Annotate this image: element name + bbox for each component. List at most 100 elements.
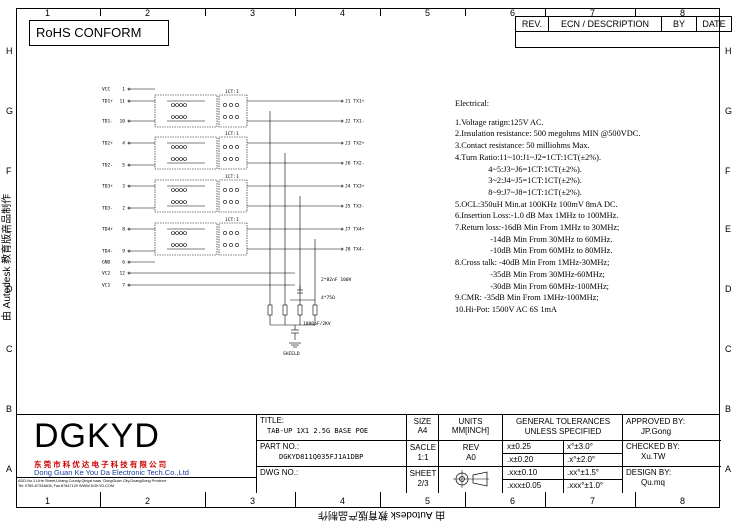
revision-body xyxy=(515,32,720,48)
electrical-spec-line: -30dB Min From 60MHz-100MHz; xyxy=(455,281,609,291)
capacitor-label: 2*82nF 100V xyxy=(321,277,352,283)
approved-value: JP.Gong xyxy=(641,427,672,436)
schematic-output-pin: J8 TX4- xyxy=(345,247,364,253)
schematic-pin-number: 4 xyxy=(122,141,125,147)
zone-column-label: 4 xyxy=(340,496,346,506)
transformer-ratio: 1CT:1 xyxy=(225,131,239,137)
electrical-spec-line: 3.Contact resistance: 50 milliohms Max. xyxy=(455,141,590,151)
design-value: Qu.mq xyxy=(641,478,666,487)
design-label: DESIGN BY: xyxy=(626,468,672,477)
zone-row-label: C xyxy=(6,344,13,354)
schematic-pin-label: GND xyxy=(102,260,111,266)
zone-column-label: 1 xyxy=(45,496,51,506)
watermark-bottom: 由 Autodesk 教育版产品制作 xyxy=(318,509,446,520)
part-value: DGKYD811Q035FJ1A1DBP xyxy=(279,453,364,461)
scale-value: 1:1 xyxy=(417,453,429,462)
electrical-spec: Electrical: 1.Voltage ratign:125V AC.2.I… xyxy=(455,98,640,316)
zone-column-label: 3 xyxy=(250,8,256,18)
electrical-spec-line: 5.OCL:350uH Min.at 100KHz 100mV 8mA DC. xyxy=(455,199,618,209)
company-address: ADD:No.1 LiHe Street,Lihang County,Qingx… xyxy=(18,479,167,483)
schematic-pin-number: 10 xyxy=(119,119,125,125)
zone-row-label: H xyxy=(725,46,732,56)
electrical-spec-line: 8.Cross talk: -40dB Min From 1MHz-30MHz; xyxy=(455,258,610,268)
tolerance-angular: x°±3.0° xyxy=(567,442,593,451)
transformer-ratio: 1CT:1 xyxy=(225,217,239,223)
schematic-pin-number: 8 xyxy=(122,227,125,233)
title-block: DGKYD 东 莞 市 科 优 达 电 子 科 技 有 限 公 司 Dong G… xyxy=(16,414,721,493)
schematic-pin-number: 11 xyxy=(119,99,125,105)
electrical-spec-line: 4~5:J3~J6=1CT:1CT(±2%). xyxy=(455,164,582,174)
resistor-label: 4*75Ω xyxy=(321,295,335,301)
electrical-spec-line: 9.CMR: -35dB Min From 1MHz-100MHz; xyxy=(455,293,599,303)
zone-column-label: 8 xyxy=(680,8,686,18)
zone-row-label: E xyxy=(6,224,13,234)
company-name-cn: 东 莞 市 科 优 达 电 子 科 技 有 限 公 司 xyxy=(34,460,167,469)
schematic-pin-label: TD4+ xyxy=(102,227,113,233)
electrical-spec-line: -35dB Min From 30MHz-60MHz; xyxy=(455,269,605,279)
schematic-pin-label: TD4- xyxy=(102,249,113,255)
size-label: SIZE xyxy=(413,417,432,426)
zone-column-label: 1 xyxy=(45,8,51,18)
projection-symbol-icon xyxy=(453,470,489,488)
schematic-pin-number: 5 xyxy=(122,163,125,169)
zone-row-label: C xyxy=(725,344,732,354)
approved-label: APPROVED BY: xyxy=(626,417,686,426)
schematic-pin-number: 6 xyxy=(122,260,125,266)
zone-row-label: H xyxy=(6,46,13,56)
tolerance-angular: .x°±2.0° xyxy=(567,455,596,464)
ecn-header: ECN / DESCRIPTION xyxy=(548,16,662,32)
electrical-spec-line: 10.Hi-Pot: 1500V AC 6S 1mA xyxy=(455,304,557,314)
scale-label: SACLE xyxy=(409,443,437,452)
zone-column-label: 7 xyxy=(590,8,596,18)
zone-row-label: A xyxy=(6,464,13,474)
rev-header: REV. xyxy=(515,16,549,32)
schematic-output-pin: J5 TX3- xyxy=(345,204,364,210)
schematic-pin-number: 1 xyxy=(122,87,125,93)
rev-label: REV xyxy=(462,443,480,452)
electrical-spec-line: -10dB Min From 60MHz to 80MHz. xyxy=(455,246,613,256)
zone-column-label: 6 xyxy=(510,8,516,18)
schematic-pin-number: 12 xyxy=(119,271,125,277)
units-column: UNITS MM[INCH] REV A0 xyxy=(438,415,503,493)
schematic-pin-label: TD3+ xyxy=(102,184,113,190)
zone-row-label: G xyxy=(725,106,733,116)
zone-row-label: A xyxy=(725,464,732,474)
schematic-pin-label: VC1 xyxy=(102,283,111,289)
zone-column-label: 5 xyxy=(425,8,431,18)
zone-column-label: 4 xyxy=(340,8,346,18)
zone-column-label: 3 xyxy=(250,496,256,506)
tolerances-column: GENERAL TOLERANCES UNLESS SPECIFIED x±0.… xyxy=(502,415,623,493)
electrical-spec-line: -14dB Min From 30MHz to 60MHz. xyxy=(455,234,613,244)
electrical-spec-line: 4.Turn Ratio:11~10:J1~J2=1CT:1CT(±2%). xyxy=(455,152,602,162)
electrical-spec-line: 7.Return loss:-16dB Min From 1MHz to 30M… xyxy=(455,223,620,233)
schematic-pin-number: 7 xyxy=(122,283,125,289)
tolerance-label-2: UNLESS SPECIFIED xyxy=(524,427,602,436)
checked-label: CHECKED BY: xyxy=(626,442,680,451)
part-label: PART NO.: xyxy=(260,442,300,451)
units-label: UNITS xyxy=(458,417,483,426)
title-value: TAB-UP 1X1 2.5G BASE POE xyxy=(267,427,369,435)
tolerance-linear: .x±0.20 xyxy=(507,455,534,464)
zone-column-label: 8 xyxy=(680,496,686,506)
tolerance-linear: .xxx±0.05 xyxy=(507,481,542,490)
zone-column-label: 2 xyxy=(145,496,151,506)
schematic-output-pin: J2 TX1- xyxy=(345,119,364,125)
transformer-ratio: 1CT:1 xyxy=(225,89,239,95)
electrical-spec-line: 2.Insulation resistance: 500 megohms MIN… xyxy=(455,129,641,139)
size-column: SIZE A4 SACLE 1:1 SHEET 2/3 xyxy=(406,415,439,493)
schematic-pin-label: VCC xyxy=(102,87,111,93)
watermark-left: 由 Autodesk 教育版产品制作 xyxy=(2,193,14,322)
schematic-output-pin: J1 TX1+ xyxy=(345,99,365,105)
zone-column-label: 7 xyxy=(590,496,596,506)
schematic-output-pin: J6 TX2- xyxy=(345,161,364,167)
schematic-pin-label: VC2 xyxy=(102,271,111,277)
zone-column-label: 6 xyxy=(510,496,516,506)
drawing-frame xyxy=(16,8,720,508)
approvals-column: APPROVED BY: JP.Gong CHECKED BY: Xu.TW D… xyxy=(622,415,721,493)
size-value: A4 xyxy=(417,426,428,435)
electrical-spec-line: 1.Voltage ratign:125V AC. xyxy=(455,117,544,127)
title-column: TITLE: TAB-UP 1X1 2.5G BASE POE PART NO.… xyxy=(256,415,407,493)
schematic-pin-label: TD2+ xyxy=(102,141,113,147)
schematic-pin-number: 3 xyxy=(122,184,125,190)
